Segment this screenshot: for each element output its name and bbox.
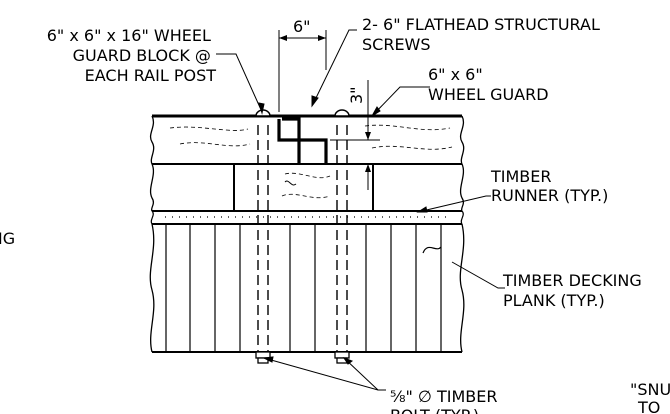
label-screws: 2- 6" FLATHEAD STRUCTURAL SCREWS xyxy=(362,15,605,54)
label-timber-runner: TIMBER RUNNER (TYP.) xyxy=(490,167,608,205)
label-wheel-guard-block: 6" x 6" x 16" WHEEL GUARD BLOCK @ EACH R… xyxy=(47,26,216,85)
dimension-width: 6" xyxy=(278,17,327,112)
flathead-screws xyxy=(277,117,328,164)
label-wheel-guard: 6" x 6" WHEEL GUARD xyxy=(428,65,549,104)
timber-bolt-right xyxy=(334,109,350,364)
timber-bolt-left xyxy=(255,109,271,364)
label-left-fragment: IG xyxy=(0,229,15,248)
timber-runner xyxy=(150,210,464,225)
dimension-width-label: 6" xyxy=(293,17,311,36)
wheel-guard-block xyxy=(149,163,465,212)
dimension-height: 3" xyxy=(330,80,380,190)
timber-decking xyxy=(149,223,465,353)
label-timber-decking: TIMBER DECKING PLANK (TYP.) xyxy=(502,271,647,310)
label-snug-note: "SNU TO xyxy=(630,380,670,414)
dimension-height-label: 3" xyxy=(347,86,366,104)
label-timber-bolt: ⅝" ∅ TIMBER BOLT (TYP.) xyxy=(390,387,503,414)
wheel-guard-member xyxy=(149,114,465,165)
